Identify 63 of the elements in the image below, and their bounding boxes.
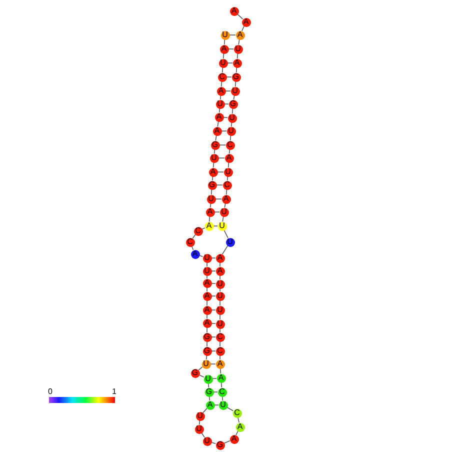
base-pair-line (211, 350, 216, 352)
base-pair-line (219, 144, 226, 146)
backbone-line (228, 162, 230, 168)
backbone-line (220, 95, 222, 100)
backbone-line (206, 287, 208, 292)
base-pair-line (229, 34, 236, 36)
backbone-line (198, 420, 200, 425)
base-pair-line (228, 48, 234, 50)
backbone-line (212, 162, 214, 168)
backbone-line (206, 262, 208, 267)
backbone-line (198, 366, 203, 371)
base-pair-line (214, 404, 219, 406)
base-pair-line (227, 62, 233, 64)
backbone-line (222, 396, 224, 401)
backbone-line (206, 327, 208, 333)
base-pair-line (221, 130, 227, 132)
backbone-line (234, 81, 236, 87)
backbone-line (208, 396, 210, 401)
base-pair-line (211, 270, 216, 272)
base-pair-line (211, 336, 216, 338)
backbone-line (222, 53, 224, 59)
backbone-line (236, 14, 244, 20)
backbone-line (220, 81, 222, 87)
backbone-line (220, 368, 222, 374)
backbone-line (206, 355, 208, 360)
backbone-line (206, 314, 208, 319)
backbone-line (224, 230, 228, 238)
backbone-line (226, 176, 228, 181)
base-pair-line (215, 198, 222, 200)
scale-label: 1 (112, 388, 116, 396)
backbone-line (202, 408, 208, 414)
backbone-line (224, 440, 230, 444)
base-pair-line (226, 76, 232, 78)
backbone-line (230, 122, 232, 127)
base-pair-line (216, 184, 223, 186)
backbone-line (224, 39, 226, 45)
backbone-line (230, 135, 232, 141)
backbone-line (206, 341, 208, 347)
base-pair-line (212, 378, 217, 380)
backbone-line (220, 382, 222, 388)
base-pair-line (223, 116, 228, 118)
backbone-line (236, 53, 238, 59)
backbone-line (210, 189, 212, 195)
backbone-line (236, 430, 238, 436)
backbone-line (208, 216, 210, 222)
backbone-line (241, 26, 245, 32)
backbone-line (206, 275, 208, 279)
backbone-line (232, 108, 234, 114)
base-pair-line (211, 282, 216, 284)
backbone-line (210, 203, 212, 208)
backbone-line (222, 67, 224, 73)
base-pair-line (225, 90, 231, 92)
backbone-line (212, 176, 214, 181)
backbone-line (236, 67, 238, 73)
backbone-line (208, 383, 210, 388)
backbone-line (226, 189, 228, 195)
backbone-line (222, 245, 228, 255)
backbone-line (206, 300, 208, 306)
base-pair-line (211, 322, 216, 324)
backbone-line (228, 149, 230, 154)
scale-label: 0 (48, 388, 52, 396)
backbone-line (214, 149, 216, 154)
backbone-line (218, 108, 220, 113)
